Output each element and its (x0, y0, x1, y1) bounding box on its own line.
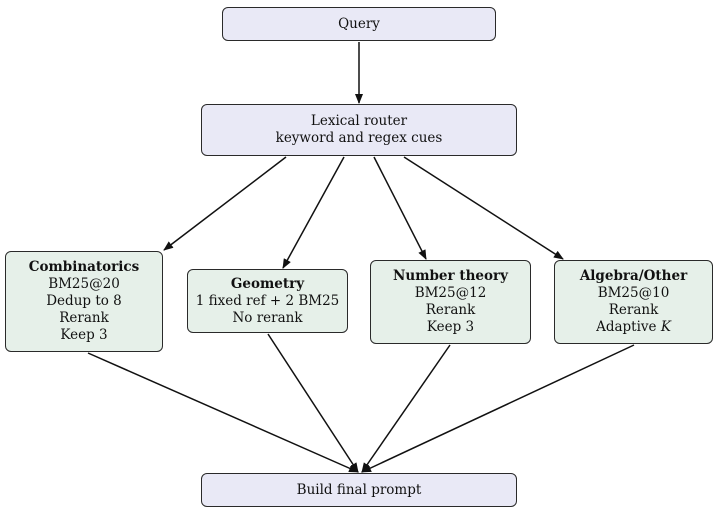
adaptive-label: Adaptive (596, 319, 661, 335)
geometry-node: Geometry 1 fixed ref + 2 BM25 No rerank (187, 269, 348, 333)
geometry-line-1: 1 fixed ref + 2 BM25 (195, 292, 340, 309)
combinatorics-line-2: Dedup to 8 (46, 293, 122, 309)
arrow-geometry-to-final (267, 333, 359, 473)
arrow-router-to-number-theory (373, 156, 427, 260)
algebra-other-line-3: Adaptive K (596, 319, 671, 336)
algebra-other-line-2: Rerank (608, 302, 659, 318)
build-final-prompt-node: Build final prompt (201, 473, 517, 507)
arrow-number-theory-to-final (361, 344, 451, 473)
query-node: Query (222, 7, 496, 41)
router-subtitle: keyword and regex cues (275, 130, 443, 146)
number-theory-line-1: BM25@12 (414, 285, 487, 301)
combinatorics-node: Combinatorics BM25@20 Dedup to 8 Rerank … (5, 251, 163, 352)
combinatorics-line-1: BM25@20 (48, 276, 120, 292)
geometry-title: Geometry (230, 275, 305, 292)
combinatorics-line-3: Rerank (59, 310, 109, 326)
router-title: Lexical router (310, 113, 408, 129)
arrow-router-to-combinatorics (163, 156, 287, 251)
k-variable: K (660, 319, 671, 335)
algebra-other-title: Algebra/Other (579, 268, 688, 284)
algebra-other-line-1: BM25@10 (597, 285, 670, 301)
number-theory-line-2: Rerank (425, 302, 476, 318)
final-label: Build final prompt (296, 481, 422, 498)
number-theory-node: Number theory BM25@12 Rerank Keep 3 (370, 260, 531, 344)
query-label: Query (338, 15, 380, 32)
algebra-other-node: Algebra/Other BM25@10 Rerank Adaptive K (554, 260, 713, 344)
geometry-line-2: No rerank (232, 309, 303, 326)
arrow-algebra-to-final (361, 344, 635, 473)
arrow-router-to-geometry (282, 156, 345, 269)
arrow-router-to-algebra (403, 156, 564, 260)
combinatorics-title: Combinatorics (28, 259, 140, 275)
number-theory-title: Number theory (393, 268, 508, 284)
number-theory-line-3: Keep 3 (426, 319, 475, 335)
lexical-router-node: Lexical router keyword and regex cues (201, 104, 517, 156)
combinatorics-line-4: Keep 3 (60, 327, 108, 343)
arrow-combinatorics-to-final (87, 352, 359, 473)
